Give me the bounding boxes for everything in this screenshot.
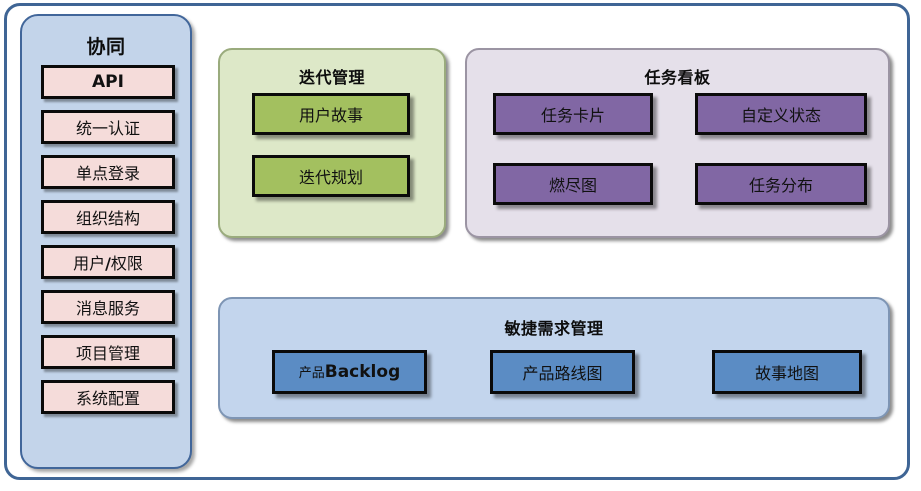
box-label: 燃尽图 (548, 178, 597, 195)
box-label: 任务分布 (748, 178, 813, 195)
box-label: 故事地图 (754, 366, 819, 383)
sidebar-item-label: 系统配置 (75, 391, 140, 408)
box-label-latin: Backlog (324, 362, 401, 382)
box-label: 迭代规划 (298, 170, 363, 187)
box-label-cjk: 产品 (298, 365, 325, 380)
box-label: 产品Backlog (299, 362, 401, 382)
box-product-backlog[interactable]: 产品Backlog (272, 350, 427, 394)
sidebar-item-single-sign-on[interactable]: 单点登录 (41, 155, 175, 189)
task-board-panel[interactable]: 任务看板 任务卡片 自定义状态 燃尽图 任务分布 (465, 48, 890, 238)
sidebar-title: 协同 (86, 36, 126, 58)
sidebar-item-unified-auth[interactable]: 统一认证 (41, 110, 175, 144)
box-burndown-chart[interactable]: 燃尽图 (493, 163, 653, 205)
box-label: 任务卡片 (540, 108, 605, 125)
box-task-card[interactable]: 任务卡片 (493, 93, 653, 135)
sidebar-item-label: 用户/权限 (73, 254, 143, 273)
sidebar-item-project-management[interactable]: 项目管理 (41, 335, 175, 369)
sidebar-collaboration-panel[interactable]: 协同 API 统一认证 单点登录 组织结构 用户/权限 消息服务 项目管理 (20, 14, 192, 469)
box-task-distribution[interactable]: 任务分布 (695, 163, 867, 205)
sidebar-item-message-service[interactable]: 消息服务 (41, 290, 175, 324)
agile-panel-title: 敏捷需求管理 (504, 319, 604, 338)
sidebar-item-label: API (92, 72, 124, 92)
sidebar-item-label: 统一认证 (75, 121, 140, 138)
sidebar-item-org-structure[interactable]: 组织结构 (41, 200, 175, 234)
box-iteration-planning[interactable]: 迭代规划 (252, 155, 410, 197)
sidebar-item-label: 组织结构 (75, 211, 140, 228)
agile-requirements-panel[interactable]: 敏捷需求管理 产品Backlog 产品路线图 故事地图 (218, 297, 890, 419)
sidebar-item-label: 单点登录 (75, 166, 140, 183)
box-label: 自定义状态 (740, 108, 821, 125)
sidebar-item-label: 项目管理 (75, 346, 140, 363)
task-board-panel-title: 任务看板 (644, 68, 711, 87)
box-product-roadmap[interactable]: 产品路线图 (490, 350, 635, 394)
box-label: 产品路线图 (522, 366, 603, 383)
sidebar-item-user-permission[interactable]: 用户/权限 (41, 245, 175, 279)
box-label: 用户故事 (298, 108, 363, 125)
iteration-management-panel[interactable]: 迭代管理 用户故事 迭代规划 (218, 48, 446, 238)
sidebar-item-label: 消息服务 (75, 301, 140, 318)
sidebar-item-list: API 统一认证 单点登录 组织结构 用户/权限 消息服务 项目管理 系统配置 (41, 65, 175, 425)
iteration-panel-title: 迭代管理 (298, 68, 365, 87)
box-user-story[interactable]: 用户故事 (252, 93, 410, 135)
box-custom-status[interactable]: 自定义状态 (695, 93, 867, 135)
sidebar-item-system-config[interactable]: 系统配置 (41, 380, 175, 414)
sidebar-item-api[interactable]: API (41, 65, 175, 99)
box-story-map[interactable]: 故事地图 (712, 350, 862, 394)
